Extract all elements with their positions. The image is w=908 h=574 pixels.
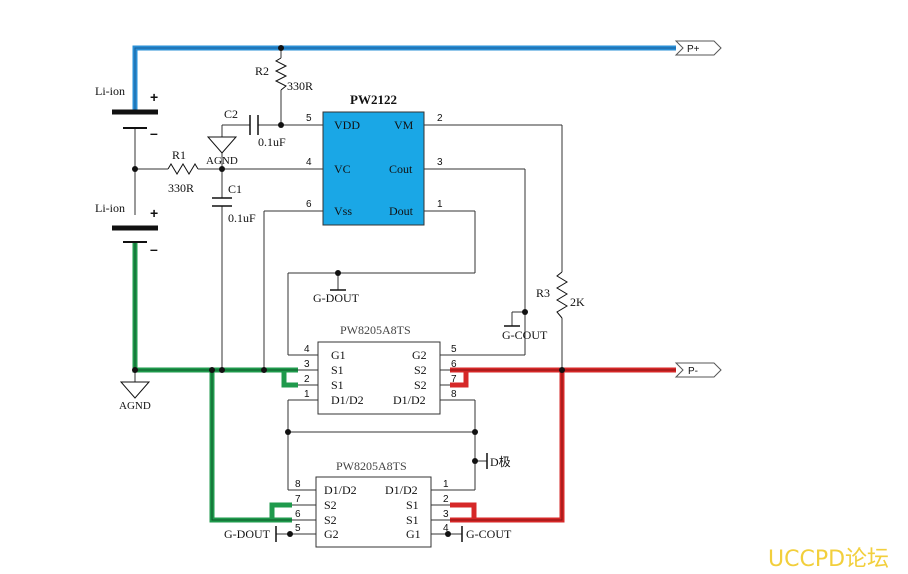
mosfet-bottom-l3-name: S2 [324, 513, 337, 527]
agnd-small-label: AGND [206, 155, 238, 167]
battery-top-plus: + [150, 89, 158, 105]
mosfet-bottom-l1-num: 8 [295, 479, 301, 490]
r2-ref: R2 [255, 64, 269, 78]
mosfet-bottom-l1-name: D1/D2 [324, 483, 357, 497]
c2-value: 0.1uF [258, 135, 286, 149]
battery-bottom: Li-ion + – [95, 201, 158, 257]
net-label-g-dout-top-text: G-DOUT [313, 291, 360, 305]
mosfet-top-l3-num: 2 [304, 374, 310, 385]
c1-ref: C1 [228, 182, 242, 196]
mosfet-top-r3-num: 7 [451, 374, 457, 385]
capacitor-c2: C2 0.1uF [224, 107, 286, 149]
mosfet-top-r1-name: G2 [412, 348, 427, 362]
port-p-plus: P+ [674, 40, 722, 56]
c2-ref: C2 [224, 107, 238, 121]
c1-value: 0.1uF [228, 211, 256, 225]
mosfet-bottom-l2-num: 7 [295, 494, 301, 505]
pin-dout-num: 1 [437, 199, 443, 210]
battery-bottom-plus: + [150, 205, 158, 221]
mosfet-top-r4-name: D1/D2 [393, 393, 426, 407]
agnd-small-icon: AGND [206, 136, 238, 167]
mosfet-bottom-r2-name: S1 [406, 498, 419, 512]
mosfet-top-l3-name: S1 [331, 378, 344, 392]
pin-vdd-name: VDD [334, 118, 360, 132]
agnd-main-label: AGND [119, 400, 151, 412]
mosfet-top-l4-num: 1 [304, 389, 310, 400]
mosfet-bottom-r3-name: S1 [406, 513, 419, 527]
mosfet-bottom-r4-name: G1 [406, 527, 421, 541]
pin-dout-name: Dout [389, 204, 414, 218]
capacitor-c1: C1 0.1uF [212, 182, 256, 225]
net-label-d-pole-text: D极 [490, 455, 511, 469]
mosfet-bottom-l2-name: S2 [324, 498, 337, 512]
mosfet-bottom-r3-num: 3 [443, 509, 449, 520]
battery-top-minus: – [150, 125, 158, 141]
net-label-g-dout-top: G-DOUT [313, 289, 360, 305]
r2-value: 330R [287, 79, 313, 93]
battery-bottom-minus: – [150, 241, 158, 257]
mosfet-bottom: PW8205A8TS D1/D2 8 S2 7 S2 6 G2 5 D1/D2 … [295, 459, 449, 548]
ground-bus [132, 242, 298, 523]
mosfet-top-r1-num: 5 [451, 344, 457, 355]
negative-bus [450, 367, 676, 523]
controller-ic: PW2122 VDD 5 VC 4 Vss 6 VM 2 Cout 3 Dout… [306, 92, 443, 226]
watermark: UCCPD论坛 [768, 547, 889, 572]
mosfet-bottom-l3-num: 6 [295, 509, 301, 520]
mosfet-top-name: PW8205A8TS [340, 323, 411, 337]
pin-vm-num: 2 [437, 113, 443, 124]
net-label-g-dout-bottom-text: G-DOUT [224, 527, 271, 541]
mosfet-top-l2-name: S1 [331, 363, 344, 377]
mosfet-top-r2-name: S2 [414, 363, 427, 377]
mosfet-top-r3-name: S2 [414, 378, 427, 392]
pin-vm-name: VM [394, 118, 414, 132]
mosfet-top-l1-name: G1 [331, 348, 346, 362]
junction-dots [132, 45, 565, 537]
mosfet-bottom-r1-name: D1/D2 [385, 483, 418, 497]
r3-value: 2K [570, 295, 585, 309]
port-p-minus: P- [674, 362, 722, 378]
resistor-r3: R3 2K [536, 271, 585, 319]
mosfet-bottom-r1-num: 1 [443, 479, 449, 490]
port-p-plus-text: P+ [687, 44, 700, 55]
net-label-g-cout-bottom: G-COUT [461, 526, 512, 542]
pin-vdd-num: 5 [306, 113, 312, 124]
port-p-minus-text: P- [688, 366, 698, 377]
mosfet-bottom-r2-num: 2 [443, 494, 449, 505]
pin-vss-name: Vss [334, 204, 352, 218]
mosfet-top-l1-num: 4 [304, 344, 310, 355]
r1-value: 330R [168, 181, 194, 195]
mosfet-top-l2-num: 3 [304, 359, 310, 370]
mosfet-bottom-r4-num: 4 [443, 523, 449, 534]
resistor-r2: R2 330R [255, 57, 313, 93]
battery-top-label: Li-ion [95, 84, 125, 98]
battery-bottom-label: Li-ion [95, 201, 125, 215]
net-label-d-pole: D极 [486, 453, 511, 469]
mosfet-bottom-name: PW8205A8TS [336, 459, 407, 473]
net-label-g-cout-top: G-COUT [502, 325, 548, 342]
r1-ref: R1 [172, 148, 186, 162]
positive-bus [132, 45, 676, 112]
mosfet-top-l4-name: D1/D2 [331, 393, 364, 407]
mosfet-top: PW8205A8TS G1 4 S1 3 S1 2 D1/D2 1 G2 5 S… [304, 323, 457, 415]
mosfet-top-r2-num: 6 [451, 359, 457, 370]
mosfet-bottom-l4-num: 5 [295, 523, 301, 534]
pin-vss-num: 6 [306, 199, 312, 210]
pin-vc-name: VC [334, 162, 351, 176]
battery-top: Li-ion + – [95, 84, 158, 141]
pin-cout-name: Cout [389, 162, 413, 176]
mosfet-bottom-l4-name: G2 [324, 527, 339, 541]
mosfet-top-r4-num: 8 [451, 389, 457, 400]
pin-vc-num: 4 [306, 157, 312, 168]
net-label-g-cout-top-text: G-COUT [502, 328, 548, 342]
pin-cout-num: 3 [437, 157, 443, 168]
controller-name: PW2122 [350, 92, 397, 107]
agnd-main-icon: AGND [119, 381, 151, 412]
net-label-g-cout-bottom-text: G-COUT [466, 527, 512, 541]
net-label-g-dout-bottom: G-DOUT [224, 526, 277, 542]
resistor-r1: R1 330R [167, 148, 199, 195]
r3-ref: R3 [536, 286, 550, 300]
